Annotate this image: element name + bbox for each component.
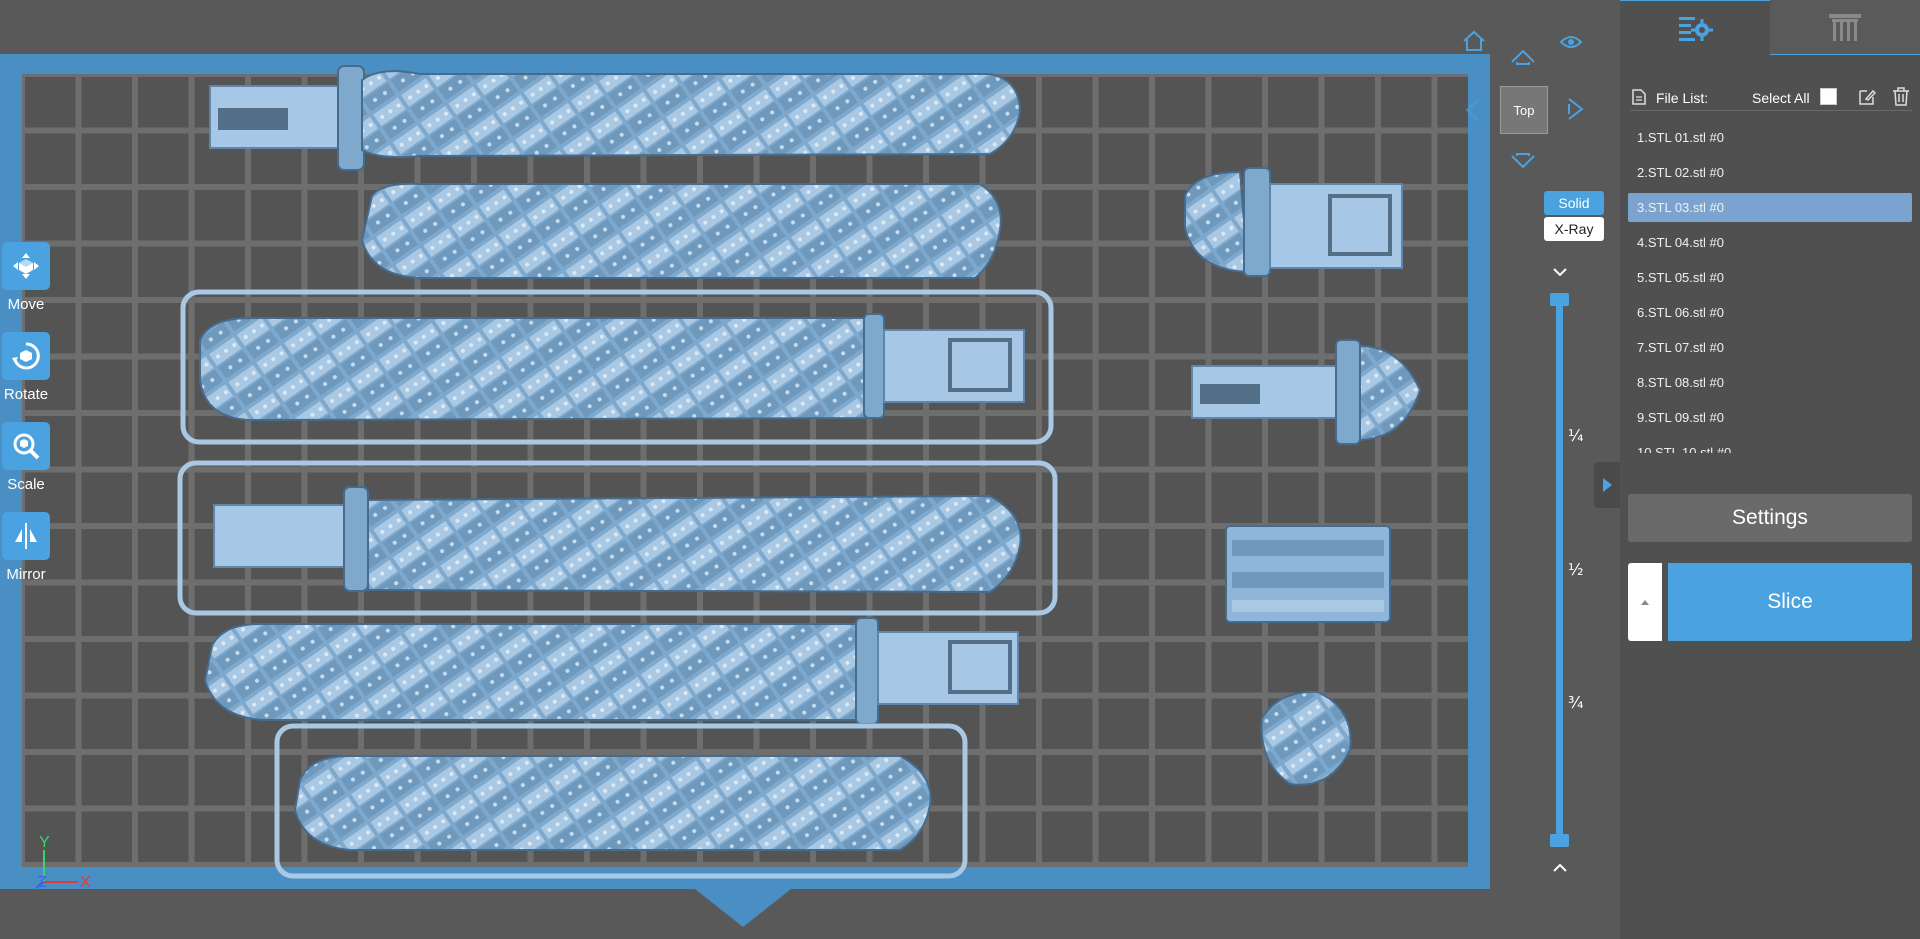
tool-mirror[interactable]: Mirror <box>0 512 52 583</box>
move-button[interactable] <box>2 242 50 290</box>
view-left-arrow-icon[interactable] <box>1464 98 1480 122</box>
model-ring-1[interactable] <box>1184 167 1403 277</box>
tool-scale[interactable]: Scale <box>0 422 52 493</box>
model-ring-4[interactable] <box>1260 690 1352 786</box>
scale-icon <box>13 433 40 460</box>
file-list-item[interactable]: 5.STL 05.stl #0 <box>1637 270 1724 285</box>
view-up-arrow-icon[interactable] <box>1510 48 1536 66</box>
slice-options-toggle[interactable] <box>1628 563 1662 641</box>
axis-indicator: Y Z X <box>35 834 91 891</box>
file-list-header: File List: Select All <box>1630 86 1912 111</box>
panel-collapse-toggle[interactable] <box>1594 462 1620 508</box>
model-bracelet-5[interactable] <box>203 617 1019 725</box>
slice-button[interactable]: Slice <box>1668 563 1912 641</box>
file-list-item[interactable]: 9.STL 09.stl #0 <box>1637 410 1724 425</box>
xray-mode-button[interactable]: X-Ray <box>1544 217 1604 241</box>
file-list-item[interactable]: 6.STL 06.stl #0 <box>1637 305 1724 320</box>
move-icon <box>13 253 39 279</box>
move-label: Move <box>7 296 45 313</box>
model-ring-3[interactable] <box>1225 525 1391 623</box>
file-icon <box>1632 89 1646 105</box>
tab-print-settings[interactable] <box>1620 0 1771 55</box>
model-bracelet-1[interactable] <box>209 65 1022 171</box>
view-down-arrow-icon[interactable] <box>1510 152 1536 170</box>
tool-move[interactable]: Move <box>0 242 52 313</box>
tab-supports[interactable] <box>1770 0 1920 55</box>
file-list-item[interactable]: 7.STL 07.stl #0 <box>1637 340 1724 355</box>
delete-icon[interactable] <box>1892 87 1910 106</box>
file-list-item[interactable]: 8.STL 08.stl #0 <box>1637 375 1724 390</box>
file-list-item-selected[interactable]: 3.STL 03.stl #0 <box>1628 193 1912 222</box>
caret-up-icon <box>1641 600 1649 605</box>
slider-expand-icon[interactable] <box>1552 862 1568 874</box>
select-all-label: Select All <box>1752 90 1810 106</box>
mirror-label: Mirror <box>6 566 46 583</box>
file-list-item[interactable]: 4.STL 04.stl #0 <box>1637 235 1724 250</box>
file-list-item[interactable]: 10.STL 10.stl #0 <box>1637 445 1732 453</box>
rotate-button[interactable] <box>2 332 50 380</box>
model-bracelet-2[interactable] <box>360 182 1002 279</box>
file-list-label: File List: <box>1656 90 1709 106</box>
model-ring-2[interactable] <box>1191 339 1422 445</box>
file-list-item[interactable]: 2.STL 02.stl #0 <box>1637 165 1724 180</box>
model-bracelet-4-frame[interactable] <box>177 460 1058 616</box>
layer-slider-track[interactable] <box>1556 300 1563 842</box>
model-bracelet-3-frame[interactable] <box>180 289 1054 445</box>
axis-z-label: Z <box>37 874 47 891</box>
right-panel <box>1620 0 1920 939</box>
slider-collapse-icon[interactable] <box>1552 266 1568 278</box>
slider-mark-quarter: ¼ <box>1568 426 1584 445</box>
edit-icon[interactable] <box>1858 88 1876 106</box>
eye-icon[interactable] <box>1560 34 1582 50</box>
file-list[interactable]: 1.STL 01.stl #0 2.STL 02.stl #0 3.STL 03… <box>1628 123 1912 453</box>
mirror-icon <box>15 523 37 549</box>
axis-y-label: Y <box>39 834 50 851</box>
supports-table-icon <box>1829 14 1861 41</box>
plate-front-indicator <box>695 889 791 927</box>
solid-mode-button[interactable]: Solid <box>1544 191 1604 215</box>
slider-mark-three-quarter: ¾ <box>1568 693 1584 712</box>
layer-slider-top-handle[interactable] <box>1550 293 1569 306</box>
models-layer[interactable] <box>0 0 1490 889</box>
view-right-arrow-icon[interactable] <box>1566 96 1586 122</box>
rotate-label: Rotate <box>3 386 49 403</box>
view-top-button[interactable]: Top <box>1500 86 1548 134</box>
slider-mark-half: ½ <box>1568 560 1584 579</box>
file-list-item[interactable]: 1.STL 01.stl #0 <box>1637 130 1724 145</box>
scale-button[interactable] <box>2 422 50 470</box>
rotate-icon <box>12 342 40 370</box>
axis-x-label: X <box>80 874 91 891</box>
home-view-icon[interactable] <box>1462 30 1486 52</box>
tool-rotate[interactable]: Rotate <box>0 332 52 403</box>
layer-slider-bottom-handle[interactable] <box>1550 834 1569 847</box>
model-bracelet-6-frame[interactable] <box>274 723 968 879</box>
settings-list-gear-icon <box>1679 17 1713 41</box>
settings-button[interactable]: Settings <box>1628 494 1912 542</box>
play-triangle-icon <box>1603 478 1612 492</box>
select-all-checkbox[interactable] <box>1820 88 1837 105</box>
mirror-button[interactable] <box>2 512 50 560</box>
scale-label: Scale <box>7 476 45 493</box>
